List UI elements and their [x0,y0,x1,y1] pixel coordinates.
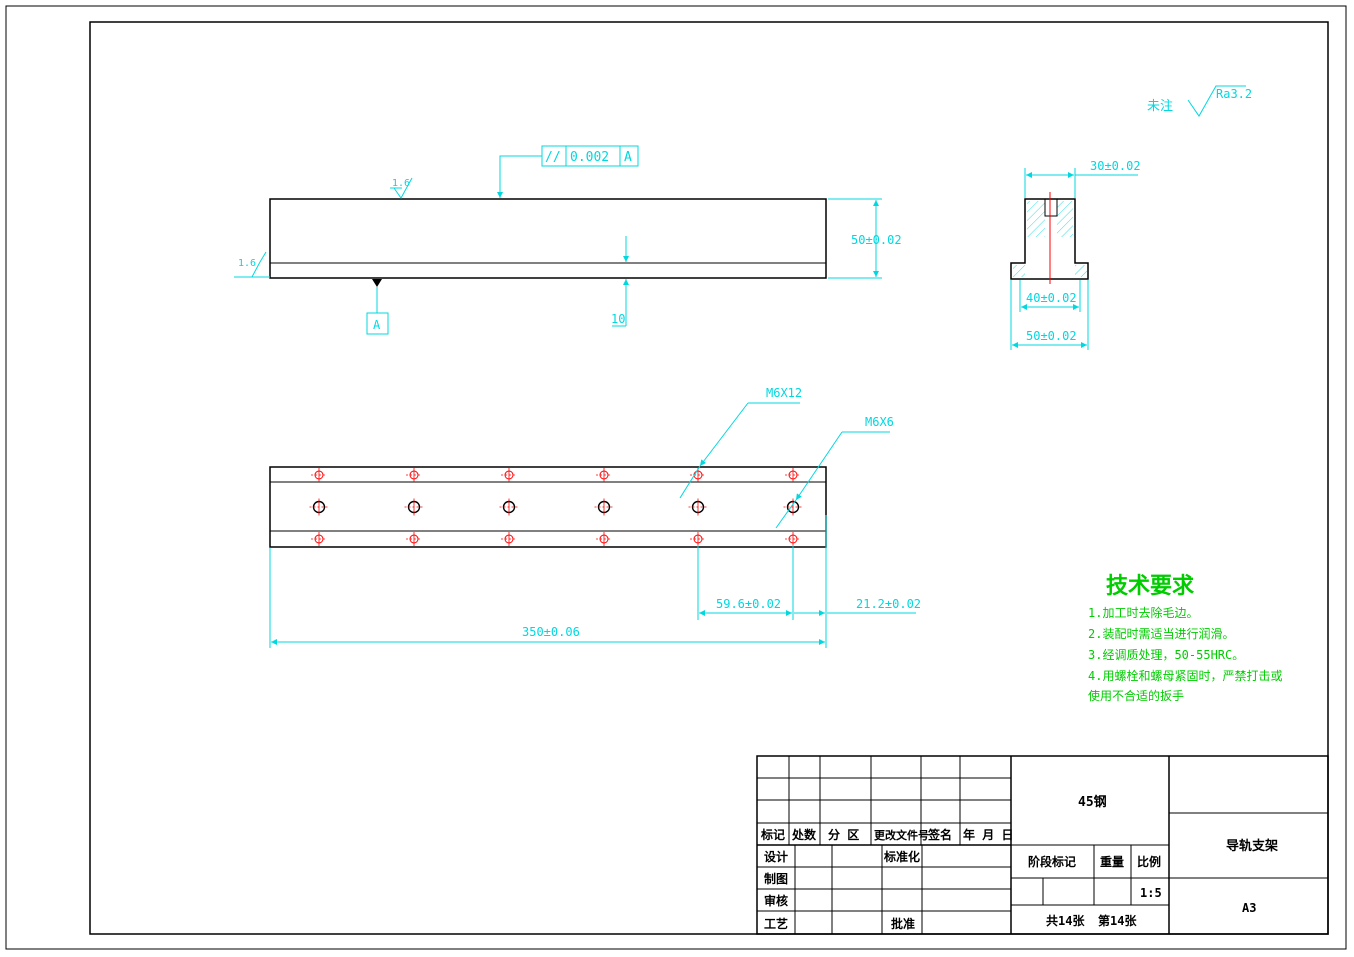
tb-h-zone: 分 区 [828,827,859,842]
side-hatch-right [1057,201,1073,237]
inner-border [89,21,1329,935]
tb-h-docno: 更改文件号 [874,828,929,842]
roughness-top: 1.6 [390,177,413,199]
dim-step-text: 10 [611,312,625,326]
tech-item-5: 使用不合适的扳手 [1088,688,1184,703]
surface-note-roughness: Ra3.2 [1216,87,1252,101]
title-block [756,755,1329,935]
tb-r-check: 审核 [764,893,788,908]
surface-note-label: 未注 [1147,99,1173,114]
tech-item-4: 4.用螺栓和螺母紧固时，严禁打击或 [1088,668,1282,683]
tb-h-count: 处数 [791,827,817,842]
tb-stage-mark: 阶段标记 [1028,854,1076,869]
tb-sheets: 共14张 [1046,913,1085,928]
tb-h-date: 年 月 日 [963,827,1013,842]
side-slot [1044,199,1058,217]
tb-h-sign: 签名 [927,827,952,842]
tolerance-frame: // 0.002 A [497,145,639,198]
tech-title: 技术要求 [1106,574,1194,599]
front-view: // 0.002 A 1.6 1.6 A 50±0.02 [234,145,902,335]
roughness-left-icon [234,251,270,278]
thread-b-label: M6X6 [865,415,894,429]
dim-height-text: 50±0.02 [851,233,902,247]
tb-h-mark: 标记 [760,827,785,842]
side-dim-top: 30±0.02 [1090,159,1141,173]
tb-r-standard: 标准化 [883,849,920,864]
tech-requirements: 技术要求 1.加工时去除毛边。 2.装配时需适当进行润滑。 3.经调质处理，50… [1088,574,1282,703]
dim-length-text: 350±0.06 [522,625,580,639]
tb-material: 45钢 [1078,794,1107,810]
dim-step: 10 [611,236,629,327]
tb-paper: A3 [1242,901,1256,915]
tolerance-value: 0.002 [570,150,609,165]
top-body [269,466,827,548]
tb-sheet-no: 第14张 [1098,913,1137,928]
tb-scale-label: 比例 [1137,854,1161,869]
tolerance-symbol: // [545,150,561,165]
outer-border [5,5,1347,950]
dim-height: 50±0.02 [828,198,902,279]
roughness-top-icon [390,177,413,199]
thread-a-label: M6X12 [766,386,802,400]
side-view: 30±0.02 40±0.02 50±0.02 [1010,159,1141,350]
dim-pitch-text: 59.6±0.02 [716,597,781,611]
tb-r-design: 设计 [764,849,788,864]
tb-r-draw: 制图 [764,871,788,886]
surface-note: 未注 Ra3.2 [1147,85,1252,117]
roughness-left-value: 1.6 [238,258,256,269]
tb-scale: 1:5 [1140,886,1162,900]
datum-label: A [373,318,381,332]
side-body [1010,198,1089,280]
hole-pattern [309,468,803,546]
tb-r-process: 工艺 [764,916,788,931]
tb-r-approve: 批准 [891,916,915,931]
roughness-left: 1.6 [234,251,270,278]
side-dim-mid: 40±0.02 [1026,291,1077,305]
side-hatch-left [1027,201,1045,237]
dim-edge-text: 21.2±0.02 [856,597,921,611]
roughness-top-value: 1.6 [392,178,410,189]
front-body [269,198,827,279]
roughness-symbol-icon [1187,85,1246,117]
tolerance-datum: A [624,150,632,165]
top-view: M6X12 M6X6 59.6±0.02 21.2±0.02 350±0.06 [269,386,921,648]
tb-weight: 重量 [1100,854,1124,869]
title-block-text: 标记 处数 分 区 更改文件号 签名 年 月 日 设计 标准化 制图 审核 工艺… [760,794,1278,931]
tech-item-3: 3.经调质处理，50-55HRC。 [1088,648,1244,662]
side-dim-bottom: 50±0.02 [1026,329,1077,343]
side-hatch-foot-l [1013,265,1025,277]
tech-item-2: 2.装配时需适当进行润滑。 [1088,627,1234,641]
tb-part-name: 导轨支架 [1226,838,1278,854]
datum-a: A [366,279,389,335]
side-hatch-foot-r [1075,265,1087,277]
tech-item-1: 1.加工时去除毛边。 [1088,605,1198,620]
